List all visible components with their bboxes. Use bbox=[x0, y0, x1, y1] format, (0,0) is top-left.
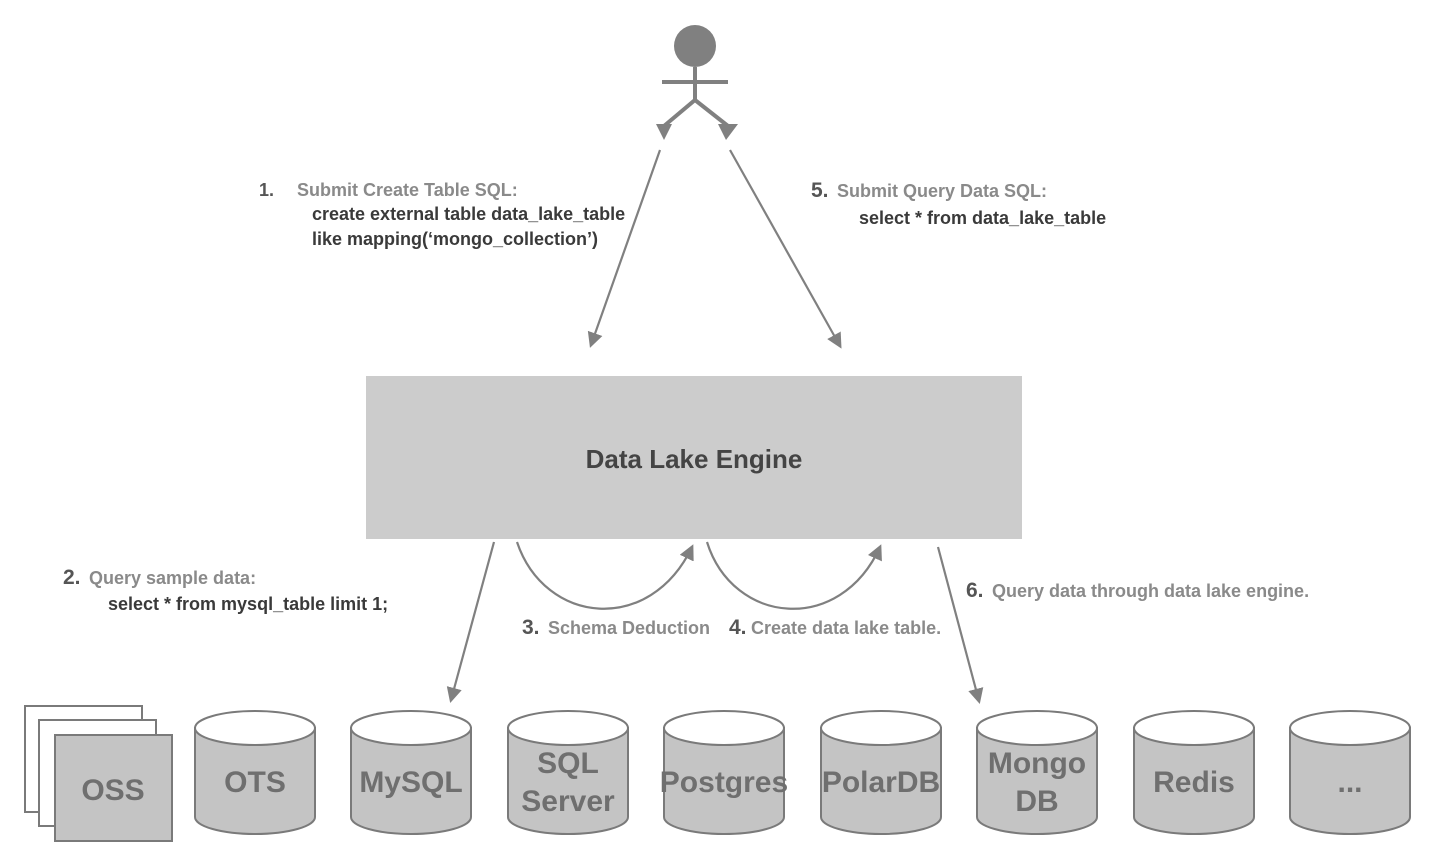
user-figure-icon bbox=[656, 25, 738, 140]
step-1-title: Submit Create Table SQL: bbox=[297, 180, 518, 200]
step-3-title: Schema Deduction bbox=[548, 618, 710, 638]
source-redis: Redis bbox=[1133, 710, 1255, 835]
step-1-sql-line-2: like mapping(‘mongo_collection’) bbox=[312, 229, 598, 249]
cylinder-body bbox=[1133, 727, 1255, 835]
source-label-more: ... bbox=[1337, 766, 1362, 799]
step-2-title: Query sample data: bbox=[89, 568, 256, 588]
step-5-sql-line-1: select * from data_lake_table bbox=[859, 208, 1106, 228]
source-label-oss: OSS bbox=[81, 774, 144, 807]
cylinder-body bbox=[194, 727, 316, 835]
arrow-user-to-engine-create bbox=[587, 149, 662, 348]
step-1-annotation: 1. Submit Create Table SQL: create exter… bbox=[259, 180, 625, 249]
step-6-annotation: 6. Query data through data lake engine. bbox=[966, 579, 1309, 602]
engine-label: Data Lake Engine bbox=[586, 444, 803, 474]
flow-arrows bbox=[446, 149, 984, 704]
source-label-mongo-db-1: Mongo bbox=[988, 747, 1086, 780]
step-6-title: Query data through data lake engine. bbox=[992, 581, 1309, 601]
step-4-number: 4. bbox=[729, 616, 747, 639]
cylinder-top bbox=[1289, 710, 1411, 746]
step-1-sql-line-1: create external table data_lake_table bbox=[312, 204, 625, 224]
source-label-polardb: PolarDB bbox=[822, 766, 940, 799]
step-4-title: Create data lake table. bbox=[751, 618, 941, 638]
arrow-create-table bbox=[705, 541, 882, 610]
source-sql-server: SQL Server bbox=[507, 710, 629, 835]
cylinder-top bbox=[507, 710, 629, 746]
step-1-number: 1. bbox=[259, 180, 274, 200]
arrow-engine-to-mysql bbox=[446, 541, 496, 703]
step-3-annotation: 3. Schema Deduction bbox=[522, 616, 710, 639]
cylinder-top bbox=[194, 710, 316, 746]
cylinder-top bbox=[350, 710, 472, 746]
cylinder-body bbox=[820, 727, 942, 835]
cylinder-body bbox=[1289, 727, 1411, 835]
source-label-mongo-db-2: DB bbox=[1015, 785, 1058, 818]
cylinder-body bbox=[976, 727, 1098, 835]
cylinder-top bbox=[976, 710, 1098, 746]
step-6-number: 6. bbox=[966, 579, 984, 602]
source-label-mysql: MySQL bbox=[359, 766, 462, 799]
arrow-schema-deduction bbox=[515, 541, 694, 610]
source-label-sql-server-2: Server bbox=[521, 785, 615, 818]
source-more: ... bbox=[1289, 710, 1411, 835]
step-5-annotation: 5. Submit Query Data SQL: select * from … bbox=[811, 179, 1106, 228]
cylinder-body bbox=[350, 727, 472, 835]
data-lake-engine: Data Lake Engine bbox=[366, 376, 1022, 539]
source-label-sql-server-1: SQL bbox=[537, 747, 599, 780]
step-4-annotation: 4. Create data lake table. bbox=[729, 616, 941, 639]
data-sources: OSS OTS MySQL SQL Server Postgres PolarDB Mongo… bbox=[24, 705, 1411, 842]
stack-sheet-3 bbox=[54, 734, 173, 842]
source-polardb: PolarDB bbox=[820, 710, 942, 835]
cylinder-body bbox=[507, 727, 629, 835]
source-label-redis: Redis bbox=[1153, 766, 1235, 799]
source-label-ots: OTS bbox=[224, 766, 286, 799]
step-2-annotation: 2. Query sample data: select * from mysq… bbox=[63, 566, 388, 614]
step-2-sql-line-1: select * from mysql_table limit 1; bbox=[108, 594, 388, 614]
arrow-user-to-engine-query bbox=[729, 149, 842, 349]
step-2-number: 2. bbox=[63, 566, 81, 589]
step-5-title: Submit Query Data SQL: bbox=[837, 181, 1047, 201]
arrow-engine-to-mongodb bbox=[936, 546, 984, 704]
cylinder-body bbox=[663, 727, 785, 835]
cylinder-top bbox=[1133, 710, 1255, 746]
source-ots: OTS bbox=[194, 710, 316, 835]
source-label-postgres: Postgres bbox=[660, 766, 788, 799]
source-oss: OSS bbox=[24, 705, 173, 842]
step-5-number: 5. bbox=[811, 179, 829, 202]
source-mysql: MySQL bbox=[350, 710, 472, 835]
step-3-number: 3. bbox=[522, 616, 540, 639]
source-postgres: Postgres bbox=[660, 710, 788, 835]
cylinder-top bbox=[820, 710, 942, 746]
cylinder-top bbox=[663, 710, 785, 746]
